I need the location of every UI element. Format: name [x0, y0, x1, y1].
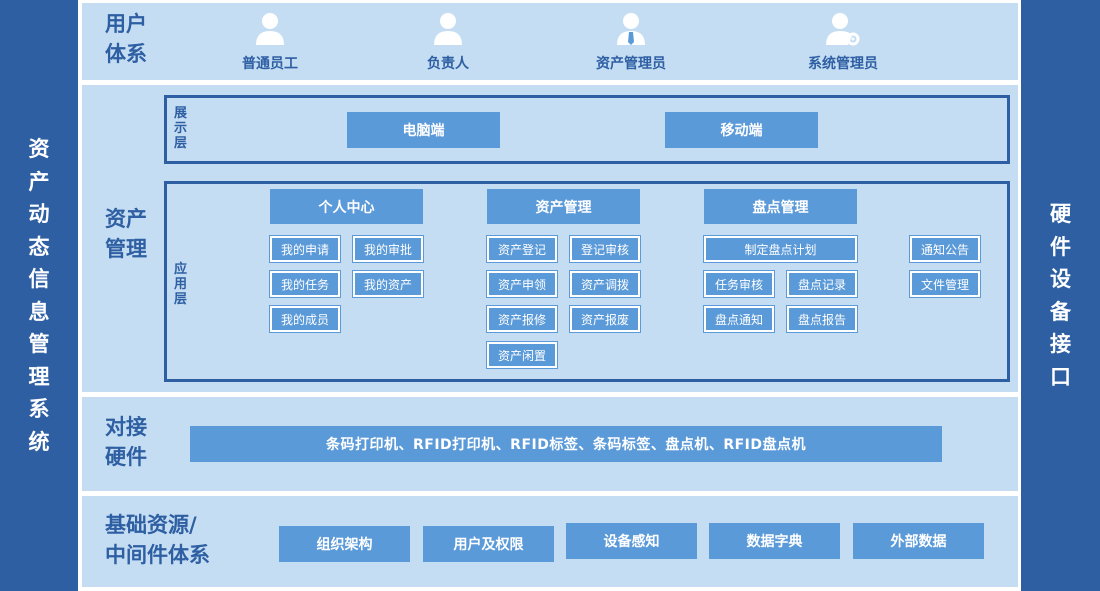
asset-layer-label-line: 资产 — [105, 207, 147, 231]
left-title-char: 资 — [28, 137, 50, 161]
user-icon — [398, 12, 498, 46]
external-data-box: 外部数据 — [853, 523, 984, 559]
my-applications-box: 我的申请 — [269, 235, 341, 263]
left-title-char: 产 — [28, 169, 50, 194]
application-layer-panel — [164, 181, 1010, 382]
right-title-char: 接 — [1050, 332, 1071, 356]
asset-layer-label: 资产 管理 — [105, 204, 147, 264]
right-title-char: 口 — [1050, 364, 1071, 389]
display-layer-label: 展 示 层 — [174, 106, 187, 151]
my-approvals-box: 我的审批 — [352, 235, 424, 263]
user-layer-label-line: 用户 — [105, 12, 147, 36]
file-management-box: 文件管理 — [909, 270, 981, 298]
user-permissions-box: 用户及权限 — [423, 526, 554, 562]
user-layer-label-line: 体系 — [105, 42, 147, 66]
role-name: 系统管理员 — [808, 56, 878, 72]
display-layer-label-char: 展 — [174, 106, 188, 121]
role-name: 资产管理员 — [596, 56, 666, 72]
registration-review-box: 登记审核 — [569, 235, 641, 263]
inventory-records-box: 盘点记录 — [786, 270, 858, 298]
personal-center-header: 个人中心 — [270, 189, 423, 224]
base-layer-label-line: 基础资源/ — [105, 513, 197, 537]
left-title-char: 动 — [28, 202, 50, 226]
mobile-client-box: 移动端 — [665, 112, 818, 148]
hardware-layer-label: 对接 硬件 — [105, 412, 147, 472]
data-dictionary-box: 数据字典 — [709, 523, 840, 559]
my-tasks-box: 我的任务 — [269, 270, 341, 298]
organization-structure-box: 组织架构 — [279, 526, 410, 562]
left-title-char: 息 — [28, 299, 50, 324]
right-title-char: 设 — [1050, 267, 1071, 291]
inventory-notice-box: 盘点通知 — [703, 305, 775, 333]
application-layer-label: 应 用 层 — [174, 262, 187, 307]
desktop-client-box: 电脑端 — [347, 112, 500, 148]
user-tie-icon — [576, 12, 686, 46]
hardware-devices-bar: 条码打印机、RFID打印机、RFID标签、条码标签、盘点机、RFID盘点机 — [190, 426, 942, 462]
role-asset-admin: 资产管理员 — [576, 12, 686, 73]
left-title-char: 信 — [28, 267, 50, 291]
application-layer-label-char: 用 — [174, 277, 188, 292]
right-title-char: 备 — [1050, 299, 1071, 324]
role-name: 普通员工 — [242, 56, 298, 72]
application-layer-label-char: 应 — [174, 262, 188, 277]
asset-management-header: 资产管理 — [487, 189, 640, 224]
display-layer-label-char: 示 — [174, 121, 188, 136]
base-layer-label-line: 中间件体系 — [105, 543, 210, 567]
right-title-char: 硬 — [1050, 202, 1071, 226]
role-system-admin: 系统管理员 — [788, 12, 898, 73]
device-sensing-box: 设备感知 — [566, 523, 697, 559]
display-layer-panel — [164, 95, 1010, 164]
user-layer-band — [82, 3, 1018, 80]
base-layer-label: 基础资源/ 中间件体系 — [105, 510, 210, 570]
inventory-management-header: 盘点管理 — [704, 189, 857, 224]
left-title-char: 态 — [28, 234, 50, 259]
asset-repair-box: 资产报修 — [486, 305, 558, 333]
my-assets-box: 我的资产 — [352, 270, 424, 298]
role-name: 负责人 — [427, 56, 469, 72]
right-hardware-title: 硬 件 设 备 接 口 — [1021, 0, 1100, 591]
user-gear-icon — [788, 12, 898, 46]
task-review-box: 任务审核 — [703, 270, 775, 298]
user-icon — [220, 12, 320, 46]
asset-claim-box: 资产申领 — [486, 270, 558, 298]
asset-layer-label-line: 管理 — [105, 237, 147, 261]
left-title-char: 理 — [28, 364, 50, 389]
my-members-box: 我的成员 — [269, 305, 341, 333]
hardware-layer-label-line: 硬件 — [105, 445, 147, 469]
right-title-char: 件 — [1050, 234, 1071, 259]
asset-transfer-box: 资产调拨 — [569, 270, 641, 298]
role-normal-employee: 普通员工 — [220, 12, 320, 73]
display-layer-label-char: 层 — [174, 136, 188, 151]
user-layer-label: 用户 体系 — [105, 9, 147, 69]
left-title-char: 管 — [28, 332, 50, 356]
left-title-char: 统 — [28, 429, 50, 454]
asset-idle-box: 资产闲置 — [486, 341, 558, 369]
application-layer-label-char: 层 — [174, 292, 188, 307]
hardware-layer-label-line: 对接 — [105, 415, 147, 439]
announcements-box: 通知公告 — [909, 235, 981, 263]
asset-registration-box: 资产登记 — [486, 235, 558, 263]
role-owner: 负责人 — [398, 12, 498, 73]
left-system-title: 资 产 动 态 信 息 管 理 系 统 — [0, 0, 78, 591]
asset-scrap-box: 资产报废 — [569, 305, 641, 333]
create-inventory-plan-box: 制定盘点计划 — [703, 235, 858, 263]
left-title-char: 系 — [28, 397, 50, 421]
inventory-report-box: 盘点报告 — [786, 305, 858, 333]
